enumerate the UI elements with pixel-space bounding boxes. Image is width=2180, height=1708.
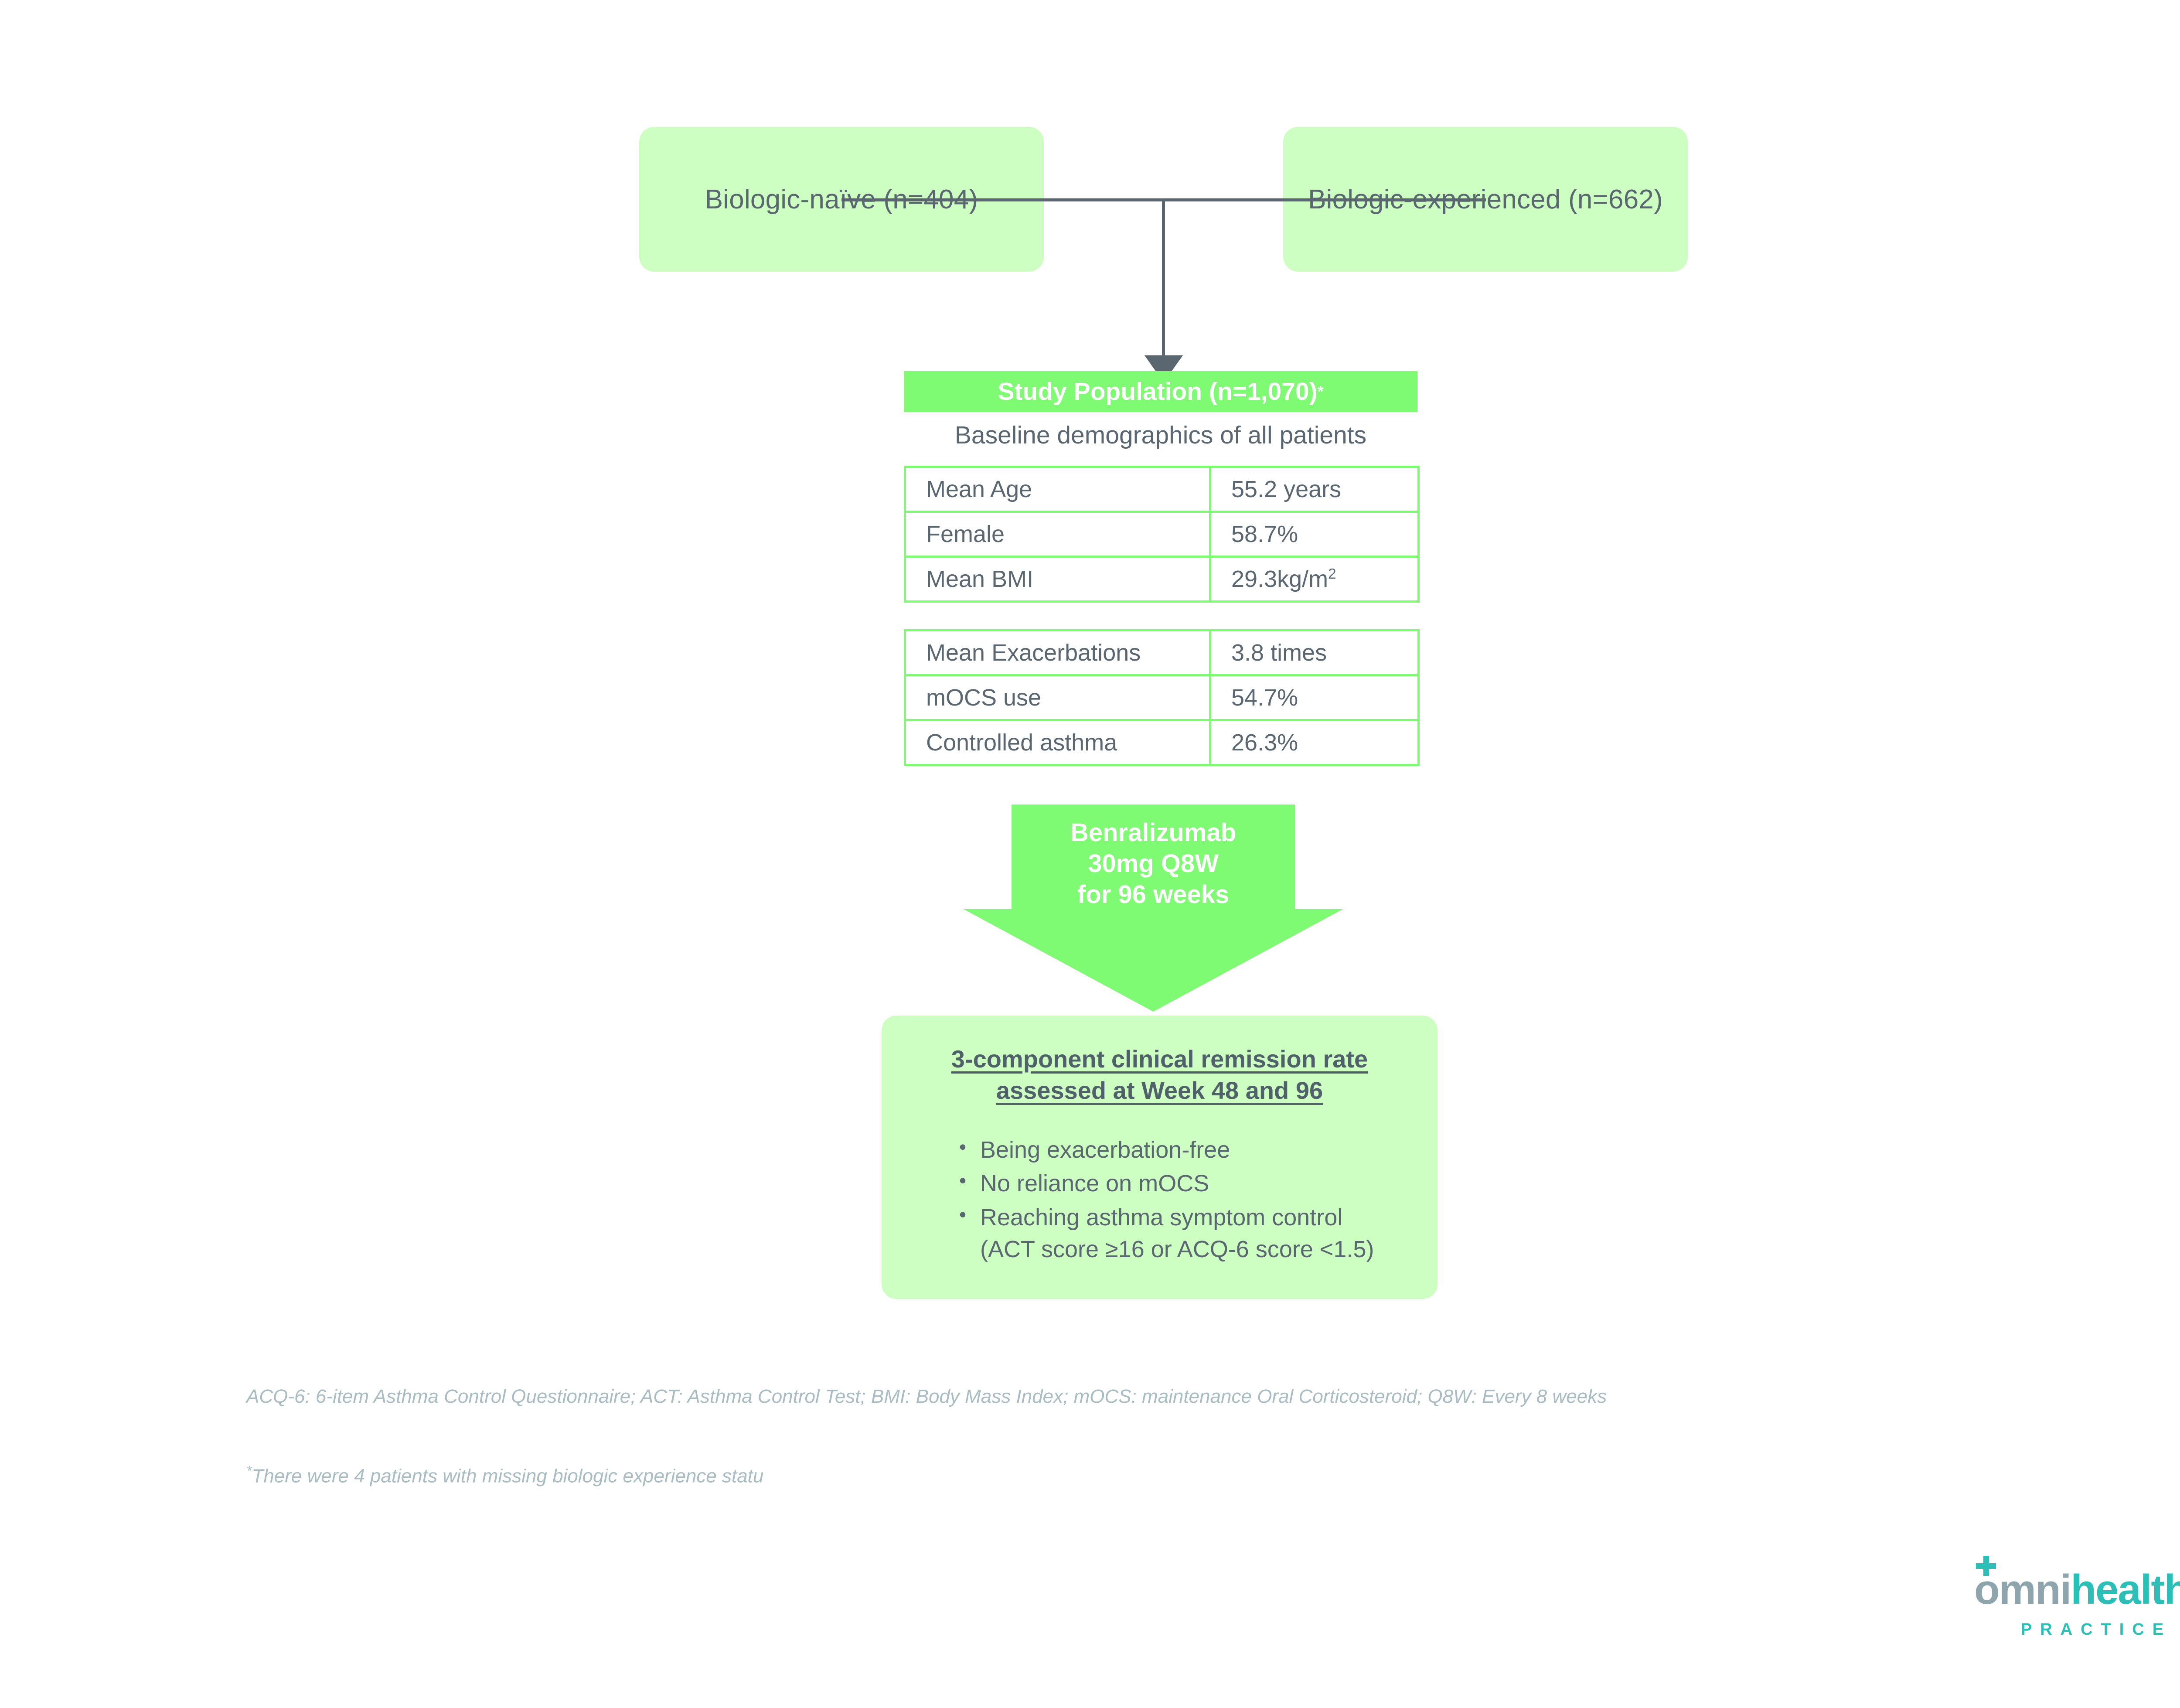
footnote-abbreviations: ACQ-6: 6-item Asthma Control Questionnai… <box>246 1386 1607 1407</box>
list-item: Being exacerbation-free <box>956 1133 1418 1166</box>
study-population-header-text: Study Population (n=1,070) <box>998 378 1318 406</box>
table-cell-value: 55.2 years <box>1209 466 1420 513</box>
table-disease-characteristics: Mean Exacerbations 3.8 times mOCS use 54… <box>904 629 1420 766</box>
bullet-text: Being exacerbation-free <box>980 1137 1230 1163</box>
logo-wordmark: omnihealth <box>1974 1556 2180 1613</box>
outcome-title-line-2: assessed at Week 48 and 96 <box>996 1076 1323 1104</box>
table-cell-value: 54.7% <box>1209 674 1420 721</box>
treatment-arrow-head <box>964 909 1343 1012</box>
table-cell-value: 29.3kg/m2 <box>1209 556 1420 603</box>
footnote-asterisk: *There were 4 patients with missing biol… <box>246 1463 763 1487</box>
table-row: mOCS use 54.7% <box>904 674 1420 721</box>
logo-tagline: PRACTICE <box>2020 1620 2172 1639</box>
omnihealth-practice-logo: omnihealth PRACTICE <box>1974 1556 2180 1660</box>
connector-vertical-line <box>1162 198 1165 360</box>
bullet-subtext: (ACT score ≥16 or ACQ-6 score <1.5) <box>980 1236 1374 1263</box>
study-population-header-asterisk: * <box>1317 382 1324 400</box>
table-row: Mean Exacerbations 3.8 times <box>904 629 1420 676</box>
bullet-text: No reliance on mOCS <box>980 1170 1209 1197</box>
table-cell-value: 26.3% <box>1209 719 1420 766</box>
table-baseline-demographics: Mean Age 55.2 years Female 58.7% Mean BM… <box>904 466 1420 603</box>
table-cell-value: 3.8 times <box>1209 629 1420 676</box>
outcome-title: 3-component clinical remission rate asse… <box>882 1043 1437 1106</box>
list-item: No reliance on mOCS <box>956 1167 1418 1200</box>
table-cell-label: Mean BMI <box>904 556 1211 603</box>
table-cell-label: Mean Exacerbations <box>904 629 1211 676</box>
table-cell-label: Female <box>904 511 1211 558</box>
table-row: Mean Age 55.2 years <box>904 466 1420 513</box>
table-cell-label: Controlled asthma <box>904 719 1211 766</box>
footnote-asterisk-text: There were 4 patients with missing biolo… <box>252 1465 764 1487</box>
treatment-arrow-label: Benralizumab 30mg Q8W for 96 weeks <box>1012 818 1295 910</box>
table-cell-value: 58.7% <box>1209 511 1420 558</box>
table-cell-value-superscript: 2 <box>1328 566 1336 582</box>
bullet-text: Reaching asthma symptom control <box>980 1204 1343 1231</box>
table-cell-label: Mean Age <box>904 466 1211 513</box>
treatment-arrow-icon: Benralizumab 30mg Q8W for 96 weeks <box>964 805 1343 1012</box>
table-row: Mean BMI 29.3kg/m2 <box>904 556 1420 603</box>
treatment-arrow-shaft <box>1012 805 1295 909</box>
outcome-box: 3-component clinical remission rate asse… <box>882 1016 1437 1299</box>
baseline-demographics-subtitle: Baseline demographics of all patients <box>954 421 1367 449</box>
table-row: Controlled asthma 26.3% <box>904 719 1420 766</box>
outcome-title-line-1: 3-component clinical remission rate <box>951 1045 1368 1073</box>
footnote-asterisk-marker: * <box>246 1463 252 1479</box>
table-cell-label: mOCS use <box>904 674 1211 721</box>
treatment-line-3: for 96 weeks <box>1077 880 1230 909</box>
medical-cross-icon <box>1976 1556 1996 1576</box>
treatment-line-2: 30mg Q8W <box>1088 849 1219 878</box>
study-population-header: Study Population (n=1,070)* <box>904 371 1417 412</box>
logo-text-health: health <box>2071 1566 2180 1613</box>
list-item: Reaching asthma symptom control (ACT sco… <box>956 1201 1418 1266</box>
treatment-line-1: Benralizumab <box>1070 818 1236 847</box>
logo-text-omni: omni <box>1974 1566 2071 1613</box>
table-row: Female 58.7% <box>904 511 1420 558</box>
outcome-bullet-list: Being exacerbation-free No reliance on m… <box>956 1133 1418 1268</box>
table-cell-value-text: 29.3kg/m <box>1231 566 1328 592</box>
